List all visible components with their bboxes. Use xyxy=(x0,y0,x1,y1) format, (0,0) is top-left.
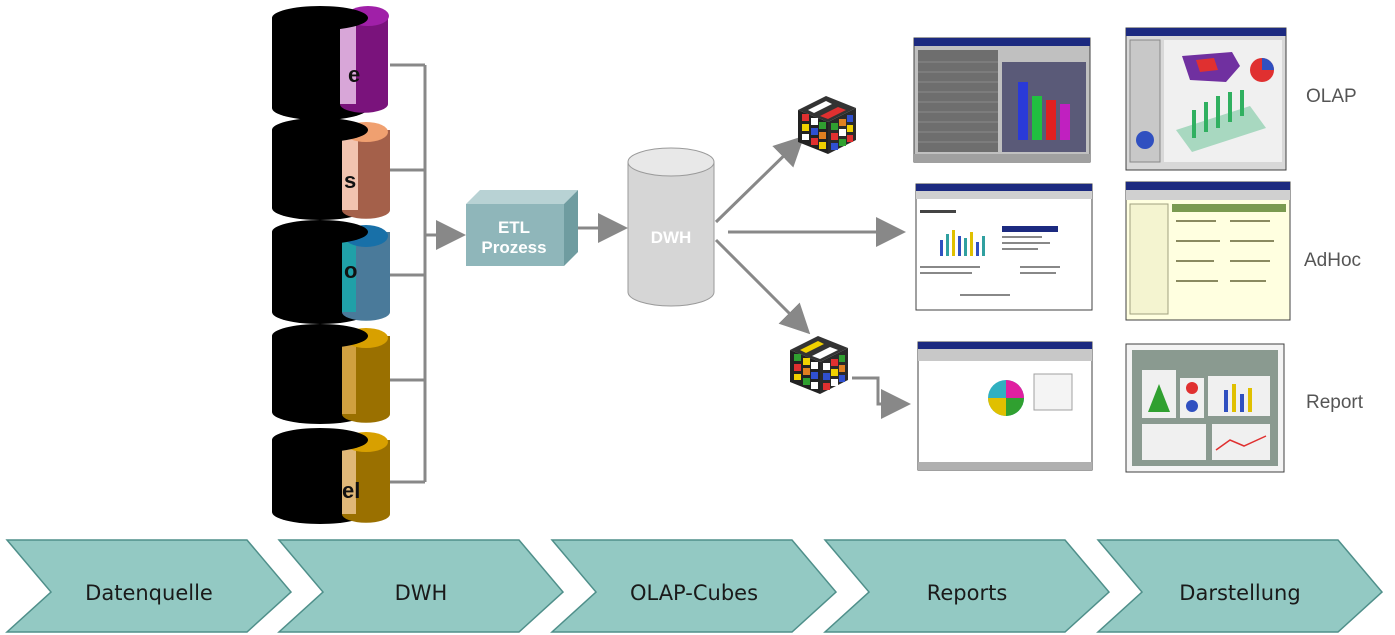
source-cylinder-4 xyxy=(272,324,390,424)
dwh-cylinder xyxy=(627,147,715,307)
report-screenshot-2 xyxy=(1125,343,1285,473)
olap-label: OLAP xyxy=(1306,86,1357,107)
source-connector-lines xyxy=(390,63,427,484)
source-5-label: el xyxy=(342,478,361,503)
source-1-label: e xyxy=(348,62,361,87)
source-3-label: o xyxy=(344,258,358,283)
pipeline-step-olap-cubes: OLAP-Cubes xyxy=(629,581,759,605)
source-cylinder-2 xyxy=(272,118,390,220)
pipeline-step-dwh: DWH xyxy=(394,581,448,605)
arrow-to-olap-cube xyxy=(714,135,805,224)
arrow-to-report-cube xyxy=(714,238,811,335)
arrow-cube-to-report xyxy=(852,376,911,419)
pipeline-chevrons xyxy=(5,539,1384,633)
pipeline-step-reports: Reports xyxy=(926,581,1008,605)
report-cube-icon xyxy=(790,336,848,394)
report-label: Report xyxy=(1306,392,1364,413)
report-screenshot-1 xyxy=(917,341,1093,471)
chevron-reports xyxy=(823,539,1111,633)
chevron-dwh xyxy=(277,539,565,633)
chevron-darstellung xyxy=(1096,539,1384,633)
source-cylinder-3 xyxy=(272,220,390,324)
olap-screenshot-2 xyxy=(1125,27,1287,171)
etl-box xyxy=(466,190,578,266)
dwh-label: DWH xyxy=(650,228,692,247)
chevron-datenquelle xyxy=(5,539,293,633)
adhoc-screenshot-1 xyxy=(915,183,1093,311)
olap-cube-icon xyxy=(798,96,856,154)
source-2-label: s xyxy=(344,168,357,193)
pipeline-step-datenquelle: Datenquelle xyxy=(85,581,213,605)
etl-line-2: Prozess xyxy=(481,238,547,257)
olap-screenshot-1 xyxy=(913,37,1091,163)
chevron-olap-cubes xyxy=(550,539,838,633)
etl-line-1: ETL xyxy=(497,218,531,237)
adhoc-screenshot-2 xyxy=(1125,181,1291,321)
source-cylinder-1 xyxy=(272,6,389,120)
etl-label: ETL Prozess xyxy=(466,218,562,258)
source-cylinder-5 xyxy=(272,428,390,524)
pipeline-step-darstellung: Darstellung xyxy=(1179,581,1301,605)
adhoc-label: AdHoc xyxy=(1304,250,1362,271)
